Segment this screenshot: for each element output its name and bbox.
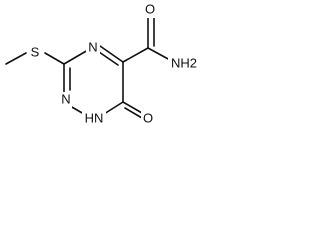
bond-n4-c5-double [98, 51, 119, 66]
chemical-structure-diagram: S N N HN O NH2 O [5, 1, 200, 127]
atom-sulfur: S [31, 44, 40, 59]
bond-c6-n1 [103, 101, 124, 115]
bond-c6-o [122, 101, 143, 114]
bond-methyl-s [5, 52, 27, 65]
atom-amide-nh2: NH2 [171, 55, 197, 70]
bond-n4-c5 [99, 45, 124, 63]
atom-ring-o-bottom: O [143, 110, 153, 125]
atom-ring-nh: HN [85, 110, 104, 125]
atom-labels: S N N HN O NH2 O [27, 1, 200, 127]
bond-c3-n4 [63, 49, 89, 65]
bond-n1-n2 [69, 105, 85, 115]
atom-ring-n-left: N [61, 91, 70, 106]
atom-ring-n-upper: N [88, 39, 97, 54]
bond-c5-camide [122, 47, 149, 63]
bond-camide-nh2 [147, 47, 171, 61]
bond-s-c3 [44, 52, 65, 65]
atom-carbonyl-o-top: O [145, 1, 155, 16]
bonds [5, 17, 171, 119]
bond-c6-o-double [124, 107, 143, 119]
